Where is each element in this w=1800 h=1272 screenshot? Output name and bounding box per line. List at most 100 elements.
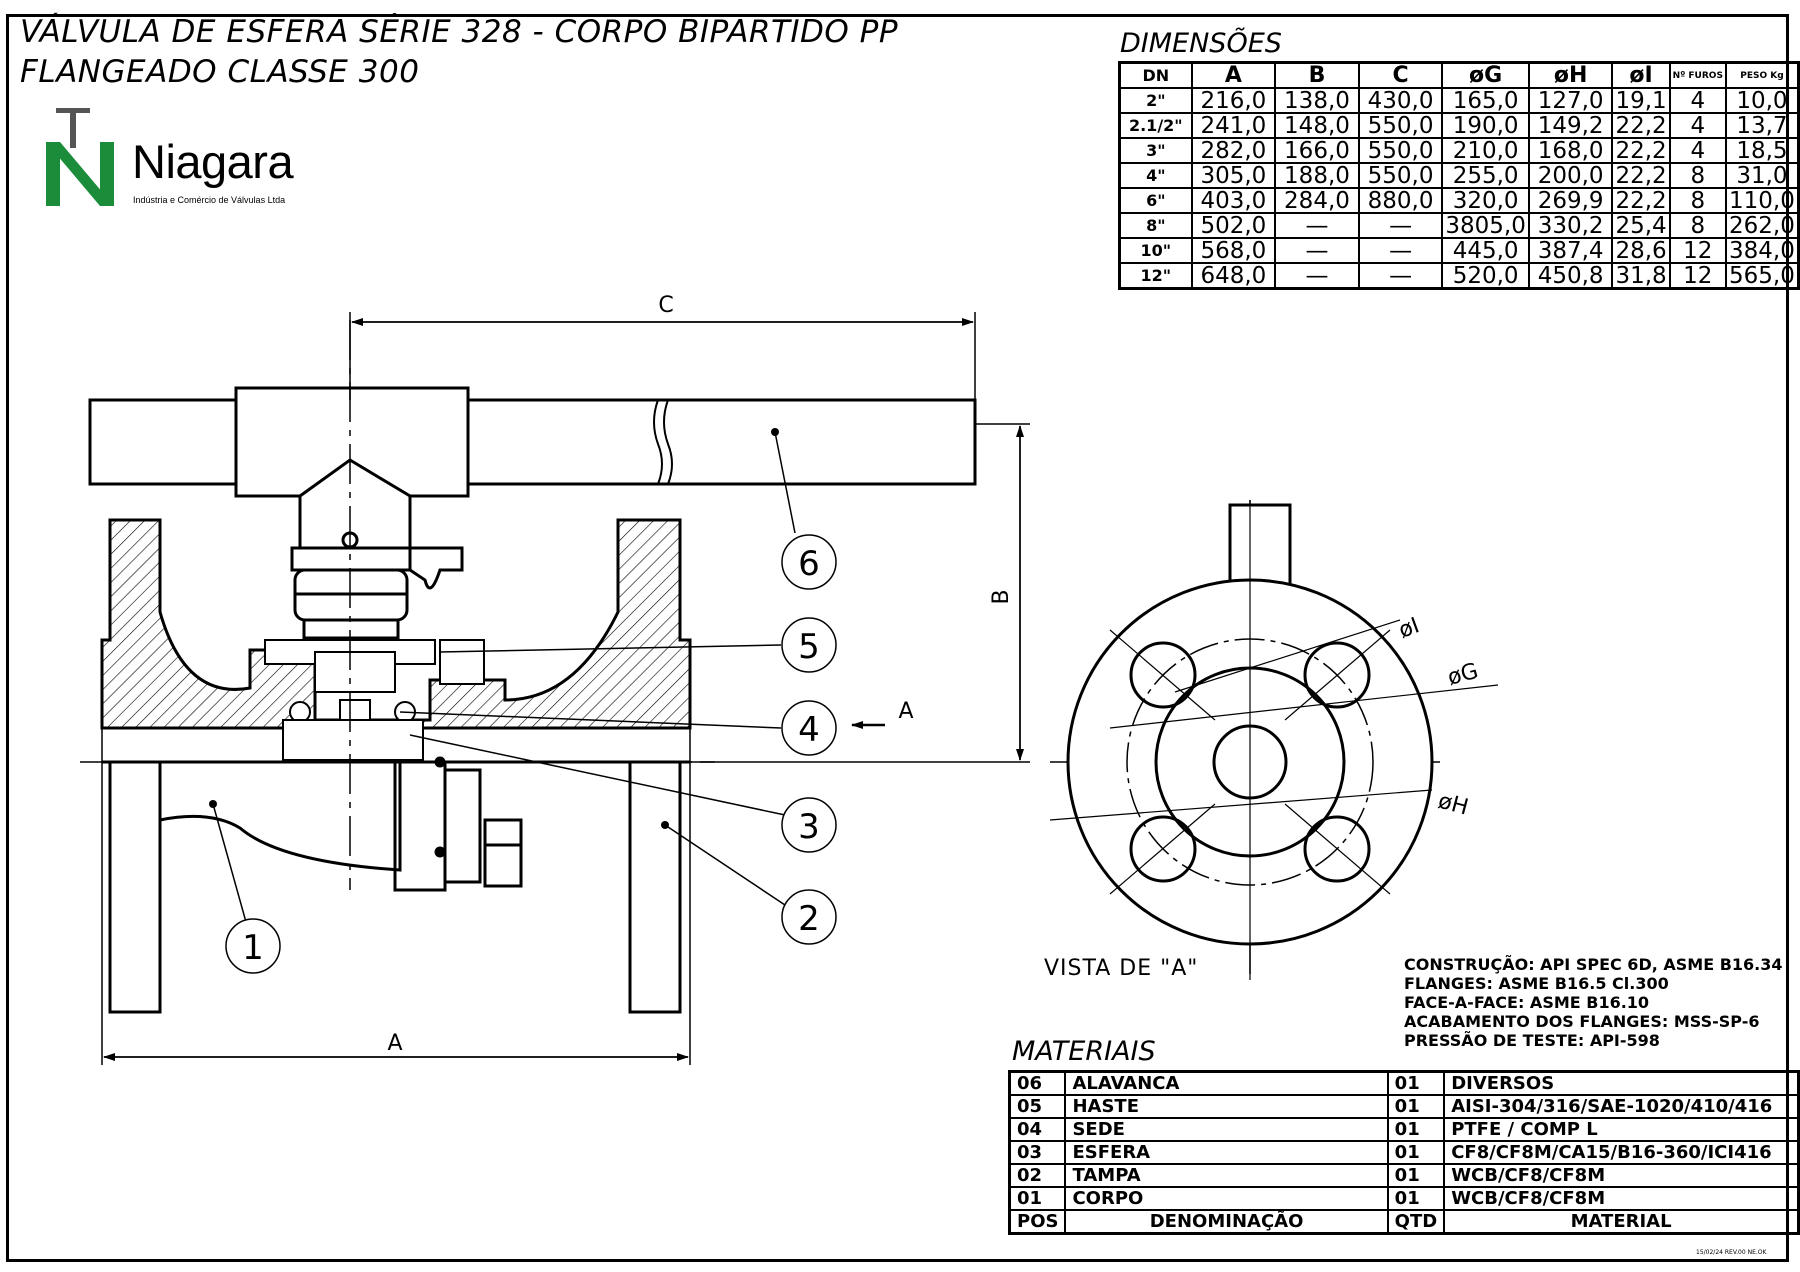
dimensions-cell: 387,4 xyxy=(1527,237,1614,264)
materials-cell: 06 xyxy=(1008,1070,1067,1096)
dimensions-cell: 22,2 xyxy=(1611,187,1671,214)
dimensions-cell: 648,0 xyxy=(1190,262,1277,290)
dimensions-cell: — xyxy=(1357,262,1444,290)
mat-header-qtd: QTD xyxy=(1386,1209,1446,1235)
dimensions-cell: 6" xyxy=(1118,187,1193,214)
dimensions-cell: 210,0 xyxy=(1441,137,1530,164)
dimensions-cell: 320,0 xyxy=(1441,187,1530,214)
drawing-title-line2: FLANGEADO CLASSE 300 xyxy=(20,54,420,90)
dimensions-cell: 216,0 xyxy=(1190,87,1277,114)
dimensions-cell: 25,4 xyxy=(1611,212,1671,239)
materials-cell: HASTE xyxy=(1064,1094,1389,1119)
dimensions-cell: 200,0 xyxy=(1527,162,1614,189)
logo-wordmark: Niagara xyxy=(132,135,294,188)
dimensions-cell: 4 xyxy=(1668,112,1727,139)
materials-cell: CORPO xyxy=(1064,1186,1389,1211)
dimensions-cell: 4 xyxy=(1668,137,1727,164)
materials-cell: DIVERSOS xyxy=(1443,1070,1800,1096)
dimensions-cell: 188,0 xyxy=(1274,162,1360,189)
dim-label-phi-g: øG xyxy=(1445,659,1481,691)
gland-nut xyxy=(290,531,412,640)
revision-note: 15/02/24 REV.00 NE.OK xyxy=(1696,1249,1767,1256)
materials-cell: WCB/CF8/CF8M xyxy=(1443,1163,1800,1188)
dimensions-cell: 2" xyxy=(1118,87,1193,114)
leader-lines xyxy=(212,431,796,923)
dimensions-cell: 550,0 xyxy=(1357,112,1444,139)
balloon-6: 6 xyxy=(798,544,820,584)
dim-label-phi-i: øI xyxy=(1396,613,1423,643)
materials-cell: 01 xyxy=(1386,1070,1446,1096)
sheet-border xyxy=(6,14,1789,1262)
balloon-3: 3 xyxy=(798,807,820,847)
dimensions-cell: 28,6 xyxy=(1611,237,1671,264)
drawing-title-line1: VÁLVULA DE ESFERA SÉRIE 328 - CORPO BIPA… xyxy=(20,14,899,50)
dimensions-cell: 550,0 xyxy=(1357,137,1444,164)
materials-cell: SEDE xyxy=(1064,1117,1389,1142)
body-lower xyxy=(102,756,690,1014)
leader-dots xyxy=(209,428,779,829)
materials-cell: CF8/CF8M/CA15/B16-360/ICI416 xyxy=(1443,1140,1800,1165)
body-section xyxy=(100,518,692,761)
balloons xyxy=(225,534,837,974)
specification-notes: CONSTRUÇÃO: API SPEC 6D, ASME B16.34 FLA… xyxy=(1404,955,1783,1050)
dimensions-cell: 568,0 xyxy=(1190,237,1277,264)
mat-header-pos: POS xyxy=(1008,1209,1067,1235)
dimensions-cell: 445,0 xyxy=(1441,237,1530,264)
dimensions-cell: 255,0 xyxy=(1441,162,1530,189)
lever-handle xyxy=(88,386,977,498)
dimensions-cell: 3" xyxy=(1118,137,1193,164)
dimensions-cell: 8 xyxy=(1668,212,1727,239)
balloon-4: 4 xyxy=(798,710,820,750)
materials-cell: 01 xyxy=(1386,1186,1446,1211)
dimensions-cell: 3805,0 xyxy=(1441,212,1530,239)
dimensions-cell: 190,0 xyxy=(1441,112,1530,139)
note-flange-finish: ACABAMENTO DOS FLANGES: MSS-SP-6 xyxy=(1404,1012,1760,1031)
dimensions-cell: 2.1/2" xyxy=(1118,112,1193,139)
dim-header-furos: Nº FUROS xyxy=(1668,61,1727,89)
dimensions-cell: 403,0 xyxy=(1190,187,1277,214)
materials-header-row: POS DENOMINAÇÃO QTD MATERIAL xyxy=(1008,1209,1800,1235)
dimensions-cell: 384,0 xyxy=(1724,237,1800,264)
dimensions-cell: 31,8 xyxy=(1611,262,1671,290)
dimensions-cell: 31,0 xyxy=(1724,162,1800,189)
dimensions-cell: 8 xyxy=(1668,187,1727,214)
dim-label-a: A xyxy=(387,1031,402,1056)
materials-cell: PTFE / COMP L xyxy=(1443,1117,1800,1142)
dimensions-cell: 149,2 xyxy=(1527,112,1614,139)
dimensions-cell: 10" xyxy=(1118,237,1193,264)
dimensions-cell: 127,0 xyxy=(1527,87,1614,114)
dimensions-cell: — xyxy=(1357,237,1444,264)
materials-cell: ESFERA xyxy=(1064,1140,1389,1165)
mat-header-denominacao: DENOMINAÇÃO xyxy=(1064,1209,1389,1235)
dim-label-c: C xyxy=(658,293,673,318)
materials-cell: 05 xyxy=(1008,1094,1067,1119)
materials-cell: 01 xyxy=(1386,1117,1446,1142)
dimensions-cell: 450,8 xyxy=(1527,262,1614,290)
diameter-leaders xyxy=(1049,619,1499,821)
materials-heading: MATERIAIS xyxy=(1012,1036,1156,1067)
dimensions-cell: 13,7 xyxy=(1724,112,1800,139)
view-arrow-label: A xyxy=(898,699,913,724)
mat-header-material: MATERIAL xyxy=(1443,1209,1800,1235)
dimensions-cell: 148,0 xyxy=(1274,112,1360,139)
bolt-hole-centers xyxy=(1109,500,1391,980)
materials-cell: 02 xyxy=(1008,1163,1067,1188)
dimensions-cell: 168,0 xyxy=(1527,137,1614,164)
dimensions-table: DN A B C øG øH øI Nº FUROS PESO Kg 2"216… xyxy=(1118,61,1800,290)
materials-cell: 01 xyxy=(1386,1094,1446,1119)
dimensions-cell: 18,5 xyxy=(1724,137,1800,164)
dimension-c xyxy=(349,312,976,400)
note-construction: CONSTRUÇÃO: API SPEC 6D, ASME B16.34 xyxy=(1404,955,1783,974)
materials-cell: WCB/CF8/CF8M xyxy=(1443,1186,1800,1211)
note-test-pressure: PRESSÃO DE TESTE: API-598 xyxy=(1404,1031,1660,1050)
dimension-b xyxy=(690,423,1030,763)
dimensions-cell: 165,0 xyxy=(1441,87,1530,114)
dimensions-cell: 305,0 xyxy=(1190,162,1277,189)
